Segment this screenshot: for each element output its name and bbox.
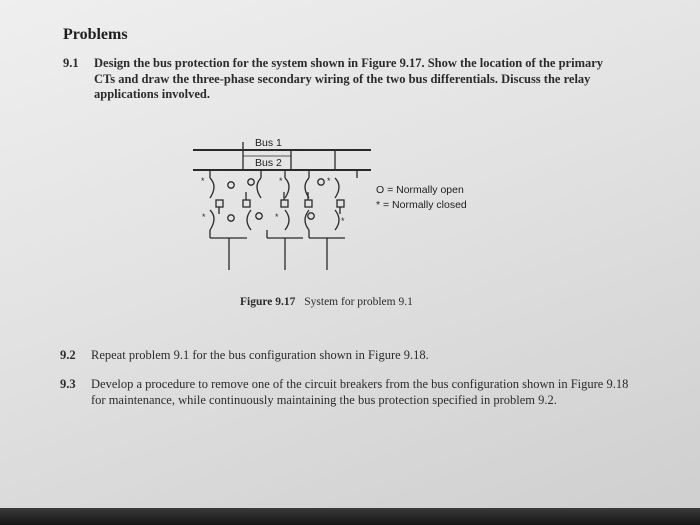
svg-text:*: * bbox=[341, 216, 345, 226]
figure-caption: Figure 9.17 System for problem 9.1 bbox=[240, 296, 413, 308]
figure-9-17: * * * * * * Bus 1 Bus 2 O = Normally ope… bbox=[185, 130, 505, 280]
bus1-label: Bus 1 bbox=[255, 137, 282, 149]
switch-top-1 bbox=[209, 177, 215, 199]
section-heading: Problems bbox=[63, 26, 128, 43]
caption-text: System for problem 9.1 bbox=[304, 296, 413, 308]
svg-text:*: * bbox=[327, 176, 331, 186]
svg-text:*: * bbox=[275, 212, 279, 222]
caption-number: Figure 9.17 bbox=[240, 296, 296, 308]
problem-text: Repeat problem 9.1 for the bus configura… bbox=[91, 348, 429, 362]
bus2-label: Bus 2 bbox=[255, 157, 282, 169]
problem-number: 9.1 bbox=[63, 56, 79, 70]
bus-diagram: * * * * * * bbox=[193, 142, 371, 270]
svg-text:*: * bbox=[202, 212, 206, 222]
legend-normally-closed: * = Normally closed bbox=[376, 199, 467, 211]
problem-text: Design the bus protection for the system… bbox=[94, 56, 604, 101]
problem-text: Develop a procedure to remove one of the… bbox=[91, 377, 629, 407]
switch-top-2 bbox=[256, 177, 262, 199]
problem-number: 9.2 bbox=[60, 348, 76, 362]
switch-top-5 bbox=[334, 177, 340, 199]
textbook-page: Problems 9.1 Design the bus protection f… bbox=[0, 0, 700, 508]
desk-background bbox=[0, 508, 700, 525]
switch-top-3 bbox=[284, 177, 290, 199]
problem-number: 9.3 bbox=[60, 377, 76, 391]
closed-switch-marker: * bbox=[201, 176, 205, 186]
open-switch-marker bbox=[227, 181, 235, 189]
legend-normally-open: O = Normally open bbox=[376, 184, 464, 196]
svg-text:*: * bbox=[279, 176, 283, 186]
